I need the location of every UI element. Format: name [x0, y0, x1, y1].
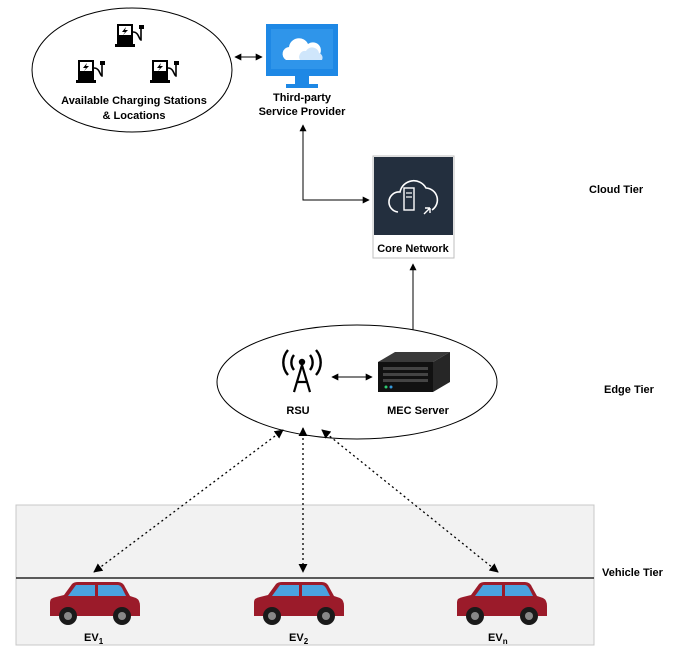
evn-label: EVn	[488, 632, 508, 646]
core-network-node: Core Network	[372, 155, 455, 259]
provider-core-arrow	[299, 124, 370, 204]
charging-stations-ellipse	[31, 7, 233, 133]
ev2-label-prefix: EV	[289, 632, 304, 644]
cloud-monitor-icon	[266, 24, 338, 88]
ev2-label: EV2	[289, 632, 309, 646]
evn-label-sub: n	[503, 637, 508, 646]
charging-stations-group: Available Charging Stations & Locations	[31, 7, 233, 133]
antenna-tower-icon	[282, 349, 322, 393]
ev-charger-icon	[76, 60, 105, 83]
vehicle-tier-band	[15, 504, 595, 646]
provider-label-line2: Service Provider	[259, 106, 347, 118]
car-icon	[254, 582, 344, 625]
ev1-label-prefix: EV	[84, 632, 99, 644]
charging-stations-label-line1: Available Charging Stations	[61, 95, 207, 107]
cloud-tier-label: Cloud Tier	[589, 184, 644, 196]
rack-server-icon	[378, 352, 450, 392]
edge-tier-label: Edge Tier	[604, 384, 655, 396]
evn-label-prefix: EV	[488, 632, 503, 644]
ev-charger-icon	[115, 24, 144, 47]
rsu-label: RSU	[286, 405, 309, 417]
ev-charger-icon	[150, 60, 179, 83]
mec-label: MEC Server	[387, 405, 449, 417]
charging-stations-label-line2: & Locations	[103, 110, 166, 122]
edge-tier-ellipse	[216, 324, 498, 440]
vehicle-tier-label: Vehicle Tier	[602, 567, 664, 579]
ev1-label-sub: 1	[99, 637, 104, 646]
core-network-label: Core Network	[377, 243, 449, 255]
provider-label-line1: Third-party	[273, 92, 332, 104]
car-icon	[50, 582, 140, 625]
car-icon	[457, 582, 547, 625]
ev1-label: EV1	[84, 632, 104, 646]
ev2-label-sub: 2	[304, 637, 309, 646]
